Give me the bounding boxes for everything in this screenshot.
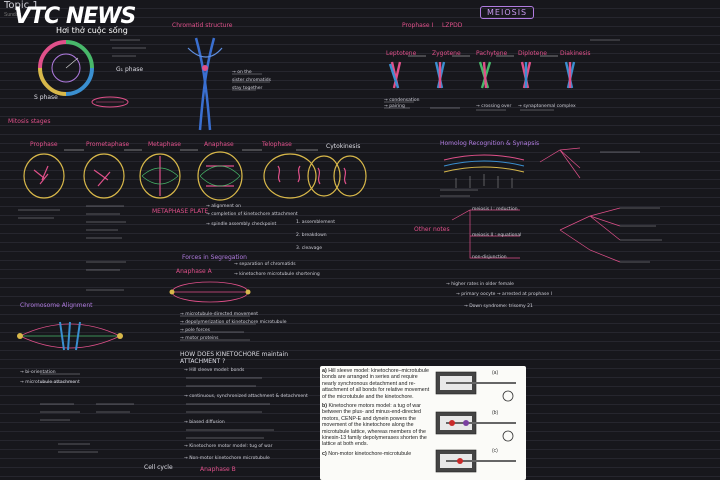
- homolog-note-2: → primary oocyte → arrested at prophase …: [456, 292, 552, 297]
- alignment-note-2: → microtubule attachment: [20, 380, 80, 385]
- metaphase-note-2: → completion of kinetochore attachment: [206, 212, 298, 217]
- figure-label-b: b): [322, 403, 327, 410]
- zygotene-label: Zygotene: [432, 50, 461, 57]
- kinetochore-note-4: → Kinetochore motor model: tug of war: [184, 444, 273, 449]
- figure-text-c: Non-motor kinetochore-microtubule: [328, 450, 412, 457]
- cytokinesis-step-2: 2. breakdown: [296, 233, 327, 238]
- pasted-figure-image[interactable]: a) Hill sleeve model: kinetochore–microt…: [320, 366, 526, 480]
- figure-caption-text: a) Hill sleeve model: kinetochore–microt…: [322, 368, 432, 460]
- pachytene-label: Pachytene: [476, 50, 508, 57]
- mitosis-stage-cells: [23, 151, 367, 201]
- page-title: Topic 1: [4, 0, 39, 11]
- figure-panel-c-label: (c): [492, 448, 498, 454]
- page-subtitle: Sunday: [4, 12, 21, 18]
- concept-tree-lines: [451, 147, 621, 263]
- alignment-diagram: [17, 321, 123, 351]
- alignment-note-1: → bi-orientation: [20, 370, 56, 375]
- cytokinesis-step-3: 3. cleavage: [296, 246, 323, 251]
- metaphase-plate-label: METAPHASE PLATE: [152, 208, 209, 215]
- g1-phase-label: G₁ phase: [116, 66, 144, 73]
- cell-cycle-label: Cell cycle: [144, 464, 173, 471]
- kinetochore-note-1: → Hill sleeve model: bonds: [184, 368, 245, 373]
- prophase-label: Prophase: [30, 141, 58, 148]
- prometaphase-label: Prometaphase: [86, 141, 130, 148]
- anaphase-label: Anaphase: [204, 141, 234, 148]
- other-note-2: meiosis II : equational: [472, 233, 522, 238]
- figure-label-a: a): [322, 368, 327, 374]
- chromatid-note-3: stay together: [232, 86, 263, 91]
- forces-note-1: → microtubule-directed movement: [180, 312, 259, 317]
- forces-note-3: → pole forces: [180, 328, 210, 333]
- anaphase-a-label: Anaphase A: [176, 268, 212, 275]
- diakinesis-label: Diakinesis: [560, 50, 591, 57]
- prophase-i-chromosomes: [388, 61, 576, 89]
- chromatid-note-2: sister chromatids: [232, 78, 271, 83]
- meiosis-heading: MEIOSIS: [480, 6, 535, 19]
- homolog-note-3: → Down syndrome: trisomy 21: [464, 304, 533, 309]
- logo-brand: VTC NEWS: [14, 4, 136, 29]
- anaphase-b-label: Anaphase B: [200, 466, 236, 473]
- kinetochore-note-5: → Non-motor kinetochore microtubule: [184, 456, 270, 461]
- figure-label-c: c): [322, 450, 327, 457]
- chromatid-structure-diagram: [187, 37, 223, 131]
- chromatid-structure-heading: Chromatid structure: [172, 22, 233, 29]
- forces-note-2: → depolymerization of kinetochore microt…: [180, 320, 287, 325]
- cytokinesis-step-1: 1. assemblement: [296, 220, 335, 225]
- metaphase-note-1: → alignment on: [206, 204, 241, 209]
- watermark-logo: VTC NEWS Hơi thở cuộc sống: [14, 4, 136, 36]
- metaphase-note-3: → spindle assembly checkpoint: [206, 222, 277, 227]
- other-notes-heading: Other notes: [414, 226, 450, 233]
- homolog-recognition-heading: Homolog Recognition & Synapsis: [440, 140, 540, 147]
- leptotene-note-2: → pairing: [384, 104, 405, 109]
- metaphase-label: Metaphase: [148, 141, 182, 148]
- figure-panel-a-label: (a): [492, 370, 498, 376]
- other-note-1: meiosis I : reduction: [472, 207, 518, 212]
- figure-panel-b-label: (b): [492, 410, 498, 416]
- pachytene-note-1: → crossing over: [476, 104, 512, 109]
- kinetochore-question-heading: HOW DOES KINETOCHORE maintain ATTACHMENT…: [180, 351, 289, 365]
- segregation-note-2: → kinetochore microtubule shortening: [234, 272, 320, 277]
- lzpdd-heading: LZPDD: [442, 22, 463, 29]
- telophase-label: Telophase: [262, 141, 292, 148]
- segregation-note-1: → separation of chromatids: [234, 262, 296, 267]
- other-note-3: non-disjunction: [472, 255, 507, 260]
- figure-text-b: Kinetochore motors model: a tug of war b…: [322, 403, 427, 448]
- s-phase-label: S phase: [34, 94, 58, 101]
- spindle-diagram: [169, 281, 251, 303]
- chromosome-alignment-heading: Chromosome Alignment: [20, 302, 93, 309]
- handwriting-scribbles: [18, 39, 662, 453]
- kinetochore-note-3: → biased diffusion: [184, 420, 225, 425]
- leptotene-label: Leptotene: [386, 50, 417, 57]
- homolog-note-1: → higher rates in older female: [446, 282, 514, 287]
- figure-illustrations: (a) (b) (c): [435, 370, 516, 473]
- diplotene-note-1: → synaptonemal complex: [518, 104, 576, 109]
- figure-text-a: Hill sleeve model: kinetochore–microtubu…: [322, 368, 430, 400]
- kinetochore-figure-panels: [435, 371, 516, 473]
- logo-tagline: Hơi thở cuộc sống: [56, 26, 128, 35]
- mitosis-stages-heading: Mitosis stages: [8, 118, 51, 125]
- kinetochore-note-2: → continuous, synchronized attachment & …: [184, 394, 308, 399]
- cytokinesis-label: Cytokinesis: [326, 143, 361, 150]
- chromatid-note-1: → on the: [232, 70, 252, 75]
- leptotene-note-1: → condensation: [384, 98, 420, 103]
- prophase-i-heading: Prophase I: [402, 22, 434, 29]
- forces-note-4: → motor proteins: [180, 336, 219, 341]
- synapsis-diagram: [443, 154, 525, 188]
- diplotene-label: Diplotene: [518, 50, 547, 57]
- forces-segregation-heading: Forces in Segregation: [182, 254, 247, 261]
- cell-cycle-diagram: [38, 40, 129, 108]
